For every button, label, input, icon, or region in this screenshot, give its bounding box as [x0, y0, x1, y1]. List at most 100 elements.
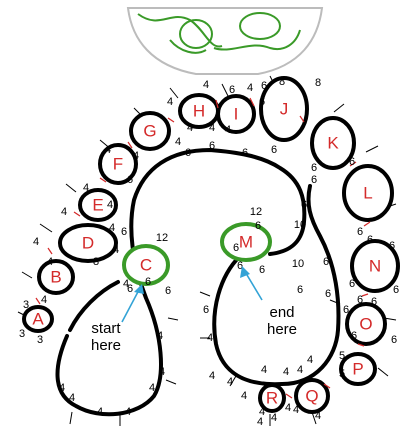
stitch-count: 6: [357, 294, 363, 306]
stitch-count: 6: [237, 260, 243, 272]
bud-label-k: K: [327, 134, 339, 153]
stitch-count: 3: [19, 328, 25, 340]
leaf-1: [179, 19, 213, 49]
bud-label-r: R: [266, 389, 278, 408]
stitch-count: 4: [241, 390, 247, 402]
stitch-count: 6: [343, 304, 349, 316]
outer-outline: [55, 148, 307, 417]
bowl-illustration: [126, 7, 324, 75]
bud-m: [220, 222, 272, 262]
stitch-count: 4: [203, 79, 209, 91]
stitch-count: 6: [145, 276, 151, 288]
stitch-count: 6: [121, 226, 127, 238]
stitch-count: 6: [325, 288, 331, 300]
stitch-count: 4: [61, 206, 67, 218]
stitch-count: 4: [97, 406, 103, 418]
stitch-count: 6: [301, 199, 307, 211]
bud-a: [22, 305, 54, 333]
inner-outline: [212, 184, 341, 387]
leaf-vine-mid: [169, 39, 207, 54]
bud-label-n: N: [369, 257, 381, 276]
bud-f: [98, 143, 138, 185]
bud-label-g: G: [143, 122, 156, 141]
bud-label-b: B: [50, 268, 61, 287]
stitch-count: 4: [271, 412, 277, 424]
stitch-count: 6: [371, 296, 377, 308]
stitch-count: 6: [323, 256, 329, 268]
stitch-count: 12: [250, 206, 262, 218]
stitch-count: 6: [311, 162, 317, 174]
stitch-count: 6: [349, 156, 355, 168]
bud-b: [37, 259, 75, 295]
stitch-count: 6: [259, 96, 265, 108]
spine-outline: [68, 280, 120, 332]
stitch-count: 4: [41, 294, 47, 306]
stitch-count: 4: [149, 382, 155, 394]
stitch-count: 4: [283, 366, 289, 378]
stitch-count: 4: [207, 332, 213, 344]
bud-r: [258, 383, 286, 413]
bud-seams: [35, 97, 371, 399]
stitch-count: 4: [209, 122, 215, 134]
bud-k: [310, 116, 356, 170]
stitch-count: 6: [165, 285, 171, 297]
stitch-count: 8: [315, 77, 321, 89]
bud-n: [350, 239, 400, 293]
stitch-count: 8: [279, 76, 285, 88]
end-arrow-head: [240, 266, 250, 278]
stitch-count: 6: [259, 264, 265, 276]
end-caption-line1: end: [269, 304, 294, 321]
bud-label-i: I: [234, 105, 239, 124]
stitch-count: 10: [294, 219, 306, 231]
stitch-count: 6: [311, 174, 317, 186]
stitch-count: 4: [69, 392, 75, 404]
stitch-count: 6: [233, 242, 239, 254]
stitch-count: 4: [59, 382, 65, 394]
stitch-count: 6: [229, 84, 235, 96]
stitch-count: 6: [349, 278, 355, 290]
bud-label-h: H: [193, 102, 205, 121]
bud-g: [129, 111, 171, 151]
stitch-count: 4: [109, 222, 115, 234]
stitch-count: 4: [257, 416, 263, 426]
fabric-outline: [55, 148, 341, 417]
bud-label-f: F: [113, 155, 123, 174]
bud-e: [78, 188, 118, 222]
stitch-count: 4: [157, 330, 163, 342]
stitch-count: 4: [47, 256, 53, 268]
stitch-count: 4: [259, 406, 265, 418]
stitch-count: 6: [391, 334, 397, 346]
stitch-count: 6: [367, 234, 373, 246]
stitch-count: 4: [125, 406, 131, 418]
stitch-count: 6: [185, 147, 191, 159]
stitch-count: 4: [175, 136, 181, 148]
stitch-count: 6: [389, 240, 395, 252]
stitch-count: 10: [292, 258, 304, 270]
stitch-count: 3: [23, 299, 29, 311]
start-arrow-line: [121, 287, 141, 323]
bud-d: [58, 223, 118, 263]
stitch-count: 6: [357, 226, 363, 238]
bud-label-p: P: [352, 360, 363, 379]
stitch-count: 8: [93, 256, 99, 268]
stitch-count: 4: [159, 366, 165, 378]
bud-label-m: M: [239, 233, 253, 252]
start-caption-line1: start: [91, 320, 121, 337]
stitch-count: 4: [209, 370, 215, 382]
start-annotation: start here: [91, 284, 144, 354]
stitch-count: 4: [227, 376, 233, 388]
stitch-count: 5: [339, 350, 345, 362]
bud-label-o: O: [359, 315, 372, 334]
stitch-count: 6: [297, 284, 303, 296]
end-caption-line2: here: [267, 321, 297, 338]
stitch-count: 12: [156, 232, 168, 244]
stitch-count: 4: [33, 236, 39, 248]
stitch-count: 5: [339, 368, 345, 380]
stitch-count: 4: [307, 354, 313, 366]
bud-c: [122, 244, 170, 286]
stitch-count: 4: [293, 404, 299, 416]
